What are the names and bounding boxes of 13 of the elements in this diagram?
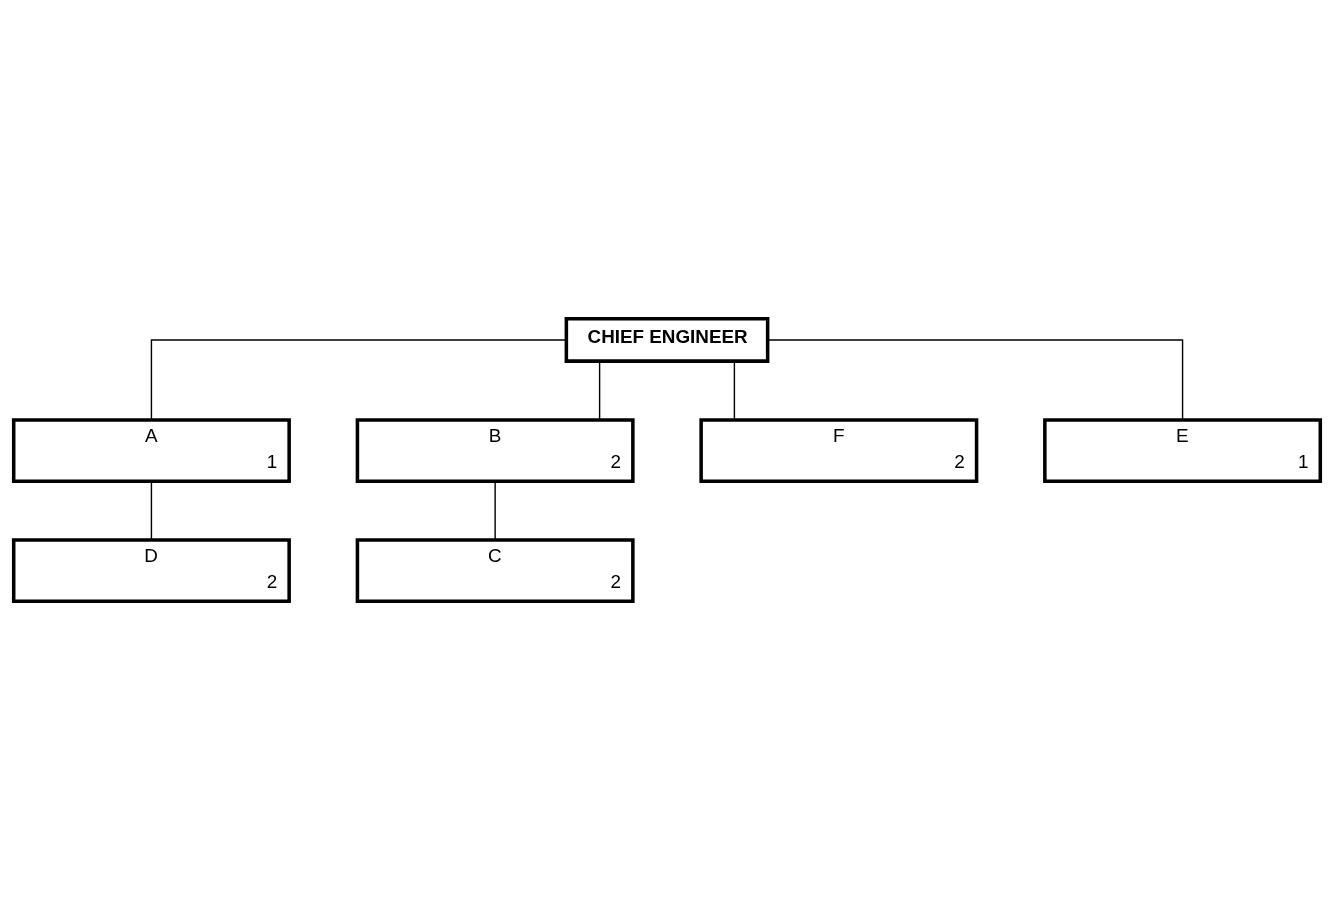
node-box: A 1: [11, 418, 291, 483]
node-box: CHIEF ENGINEER: [564, 317, 769, 363]
node-box: C 2: [355, 538, 635, 603]
connector: [766, 339, 1183, 421]
connector: [493, 480, 496, 541]
node-box: B 2: [355, 418, 635, 483]
connector: [150, 339, 567, 421]
connector: [150, 480, 152, 541]
node-box: F 2: [698, 418, 978, 483]
node-box: E 1: [1042, 418, 1322, 483]
node-box: D 2: [11, 538, 291, 603]
connector: [733, 360, 735, 421]
connector: [598, 360, 600, 421]
